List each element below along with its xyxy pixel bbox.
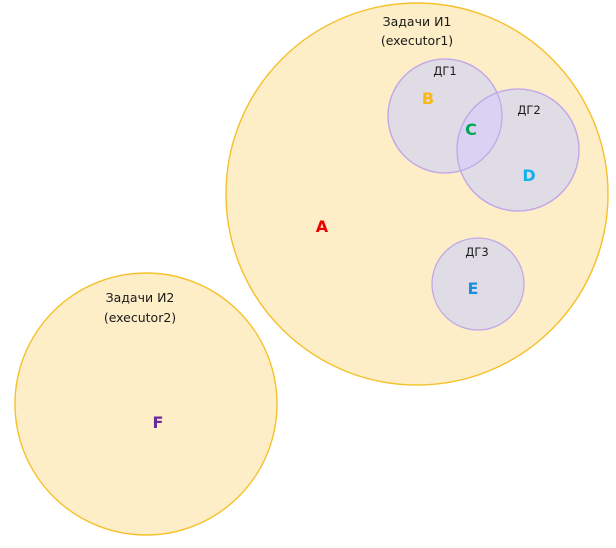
region-label-c: C [465,120,477,139]
subset-dg1-outline [387,58,503,174]
region-label-d: D [522,166,535,185]
outer-set-executor2-circle[interactable] [14,272,278,536]
region-label-f: F [153,413,164,432]
subset-dg2-outline [456,88,580,212]
outer-set-executor2-title-line1: Задачи И2 [106,290,175,305]
subset-dg3-circle[interactable] [431,237,525,331]
subset-dg3-title: ДГ3 [465,245,488,259]
region-label-b: B [422,89,434,108]
subset-dg2-title: ДГ2 [517,103,540,117]
region-label-e: E [468,279,479,298]
intersection-dg1-dg2-region [457,89,502,173]
subset-dg1-title: ДГ1 [433,64,456,78]
region-label-a: A [316,217,329,236]
outer-set-executor1-title-line2: (executor1) [381,33,453,48]
outer-set-executor1-title-line1: Задачи И1 [383,14,452,29]
outer-set-executor2-title-line2: (executor2) [104,310,176,325]
